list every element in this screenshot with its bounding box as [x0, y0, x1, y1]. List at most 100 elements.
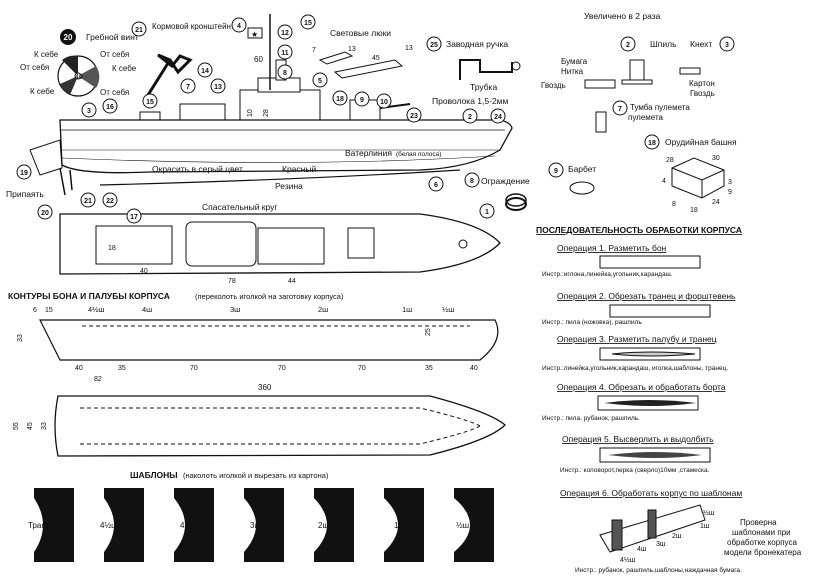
svg-text:★: ★: [251, 30, 258, 39]
svg-text:3ш: 3ш: [230, 305, 240, 314]
svg-text:3ш: 3ш: [656, 541, 666, 548]
svg-text:24: 24: [712, 199, 720, 206]
winch-detail: 25 Заводная ручка Трубка Проволока 1,5-2…: [426, 36, 521, 106]
svg-text:3: 3: [87, 108, 91, 115]
svg-text:Транец: Транец: [28, 521, 55, 530]
svg-text:3: 3: [728, 179, 732, 186]
operations-section: ПОСЛЕДОВАТЕЛЬНОСТЬ ОБРАБОТКИ КОРПУСА Опе…: [536, 225, 802, 574]
svg-text:44: 44: [288, 278, 296, 285]
svg-text:Шпиль: Шпиль: [650, 39, 677, 49]
svg-text:12: 12: [281, 30, 289, 37]
svg-text:7: 7: [618, 106, 622, 113]
svg-text:½ш: ½ш: [442, 305, 454, 314]
svg-text:13: 13: [214, 84, 222, 91]
svg-text:3: 3: [725, 42, 729, 49]
svg-text:4ш: 4ш: [142, 305, 152, 314]
svg-text:обработке корпуса: обработке корпуса: [727, 538, 797, 547]
svg-text:модели бронекатера: модели бронекатера: [724, 548, 802, 557]
svg-text:Операция 3. Разметить палубу и: Операция 3. Разметить палубу и транец: [557, 334, 717, 344]
svg-text:Инстр.: пила, рубанок, рашпиль: Инстр.: пила, рубанок, рашпиль.: [542, 414, 640, 422]
svg-text:18: 18: [108, 245, 116, 252]
svg-text:Увеличено в 2 раза: Увеличено в 2 раза: [584, 11, 661, 21]
svg-text:8: 8: [283, 70, 287, 77]
svg-text:21: 21: [84, 198, 92, 205]
svg-text:Проверна: Проверна: [740, 518, 777, 527]
svg-text:2: 2: [626, 42, 630, 49]
callouts-side: 4 12 11 8 14 7 13 15 16 3 5 18 9 10 23 2…: [16, 17, 506, 220]
svg-text:Красный: Красный: [282, 164, 316, 174]
svg-text:60: 60: [254, 55, 263, 64]
operation-2: Операция 2. Обрезать транец и форштевень…: [542, 291, 736, 326]
hatches-detail: 15 Световые люки 7 45 13 13: [300, 14, 413, 79]
stern-bracket-detail: 21 Кормовой кронштейн: [131, 21, 231, 96]
svg-text:6: 6: [434, 182, 438, 189]
svg-text:7: 7: [186, 84, 190, 91]
svg-text:360: 360: [258, 383, 272, 392]
svg-text:28: 28: [666, 157, 674, 164]
svg-text:Операция 1. Разметить бон: Операция 1. Разметить бон: [557, 243, 667, 253]
svg-text:Заводная ручка: Заводная ручка: [446, 39, 508, 49]
svg-text:Инстр.: рубанок, рашпиль,шабло: Инстр.: рубанок, рашпиль,шаблоны,наждачн…: [575, 566, 742, 574]
svg-text:½ш: ½ш: [456, 521, 469, 530]
svg-text:2ш: 2ш: [318, 521, 329, 530]
svg-text:Инстр.: коловорот,перка (сверл: Инстр.: коловорот,перка (сверло)10мм ,ст…: [560, 467, 710, 474]
svg-text:15: 15: [304, 20, 312, 27]
svg-text:От себя: От себя: [100, 50, 129, 59]
svg-text:4: 4: [237, 23, 241, 30]
svg-text:10: 10: [247, 109, 254, 117]
svg-text:Резина: Резина: [275, 181, 303, 191]
svg-text:22: 22: [106, 198, 114, 205]
svg-text:Окрасить в серый цвет: Окрасить в серый цвет: [152, 164, 243, 174]
svg-text:1ш: 1ш: [402, 305, 412, 314]
svg-text:19: 19: [20, 170, 28, 177]
svg-text:Спасательный круг: Спасательный круг: [202, 202, 278, 212]
svg-text:15: 15: [146, 99, 154, 106]
svg-text:1ш: 1ш: [700, 523, 710, 530]
svg-text:33: 33: [41, 422, 48, 430]
svg-text:пулемета: пулемета: [628, 113, 664, 122]
svg-text:Припаять: Припаять: [6, 189, 44, 199]
svg-text:Кнехт: Кнехт: [690, 39, 712, 49]
svg-text:15: 15: [45, 307, 53, 314]
svg-text:40: 40: [75, 74, 83, 81]
svg-text:4ш: 4ш: [180, 521, 191, 530]
template-shapes: [34, 488, 494, 562]
svg-text:Ватерлиния: Ватерлиния: [345, 148, 392, 158]
svg-text:К себе: К себе: [30, 87, 55, 96]
svg-text:4½ш: 4½ш: [620, 556, 636, 564]
svg-text:Тумба пулемета: Тумба пулемета: [630, 103, 690, 112]
svg-text:16: 16: [106, 104, 114, 111]
svg-text:7: 7: [312, 47, 316, 54]
svg-text:20: 20: [64, 33, 73, 42]
svg-text:25: 25: [430, 42, 438, 49]
svg-text:8: 8: [672, 201, 676, 208]
propeller-detail: 20 Гребной винт К себе От себя От себя К…: [20, 29, 139, 97]
svg-text:8: 8: [470, 178, 474, 185]
svg-text:70: 70: [190, 365, 198, 372]
svg-text:К себе: К себе: [34, 50, 59, 59]
svg-text:Бумага: Бумага: [561, 57, 588, 66]
svg-text:25: 25: [425, 328, 432, 336]
svg-text:Инстр.:иглона,линейка,угольник: Инстр.:иглона,линейка,угольник,карандаш.: [542, 270, 673, 278]
svg-text:ШАБЛОНЫ: ШАБЛОНЫ: [130, 470, 178, 480]
svg-text:ПОСЛЕДОВАТЕЛЬНОСТЬ ОБРАБОТКИ К: ПОСЛЕДОВАТЕЛЬНОСТЬ ОБРАБОТКИ КОРПУСА: [536, 225, 742, 235]
svg-text:2ш: 2ш: [318, 305, 328, 314]
svg-text:От себя: От себя: [100, 88, 129, 97]
svg-text:35: 35: [118, 365, 126, 372]
svg-text:(наколоть иголкой и вырезать и: (наколоть иголкой и вырезать из картона): [183, 471, 329, 480]
svg-text:33: 33: [17, 334, 24, 342]
svg-text:Операция 4. Обрезать и обработ: Операция 4. Обрезать и обработать борта: [557, 382, 726, 392]
svg-text:Гвоздь: Гвоздь: [690, 89, 715, 98]
boat-side-view: ★ Окрасить в серый цвет Ватерлиния (бела…: [6, 14, 530, 199]
svg-text:2: 2: [468, 114, 472, 121]
contours-section: КОНТУРЫ БОНА И ПАЛУБЫ КОРПУСА (переколот…: [8, 291, 506, 457]
svg-text:Световые люки: Световые люки: [330, 28, 391, 38]
svg-text:(переколоть иголкой на заготов: (переколоть иголкой на заготовку корпуса…: [195, 292, 344, 301]
svg-text:14: 14: [201, 68, 209, 75]
svg-text:5: 5: [318, 78, 322, 85]
svg-text:Гвоздь: Гвоздь: [541, 81, 566, 90]
svg-text:1ш: 1ш: [394, 521, 405, 530]
svg-text:Операция 2. Обрезать транец и: Операция 2. Обрезать транец и форштевень: [557, 291, 736, 301]
